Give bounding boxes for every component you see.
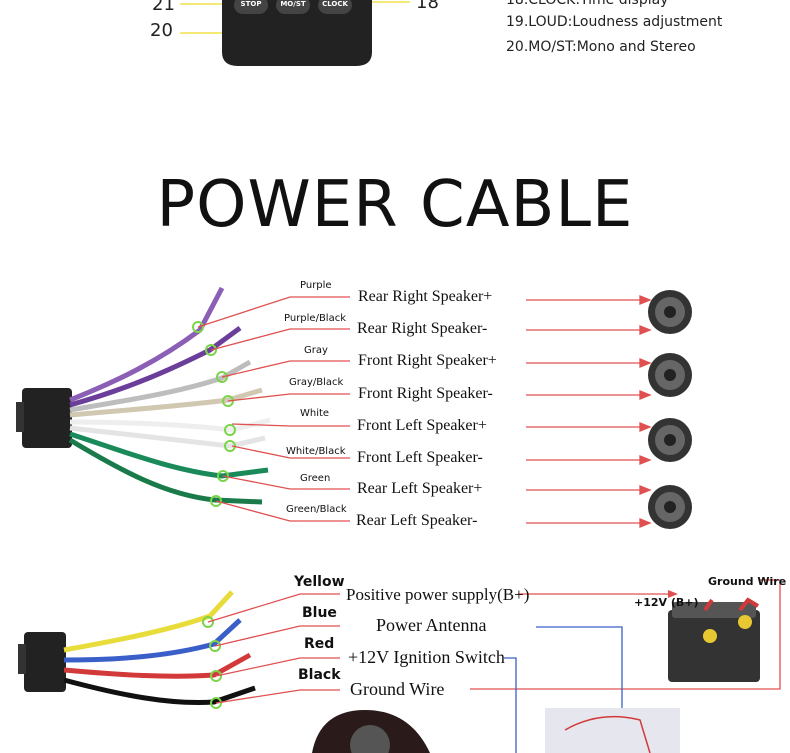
speaker-wiring-diagram [16, 286, 692, 529]
speaker-label: Front Left Speaker- [357, 449, 483, 466]
antenna-illustration [545, 708, 680, 753]
wire-color-caption: Red [304, 636, 335, 652]
battery-voltage-label: +12V (B+) [634, 596, 699, 609]
speaker-icon [648, 418, 692, 462]
speaker-label: Rear Left Speaker+ [357, 480, 483, 497]
legend-item: 18.CLOCK:Time display [506, 0, 669, 8]
wire-color-caption: White/Black [286, 446, 346, 457]
speaker-label: Front Right Speaker- [358, 385, 493, 402]
wire-color-caption: Yellow [294, 574, 345, 590]
speaker-label: Rear Right Speaker+ [358, 288, 493, 305]
ignition-switch-illustration [312, 710, 430, 753]
wire-color-caption: Black [298, 667, 341, 683]
power-label: Positive power supply(B+) [346, 585, 530, 604]
battery-ground-label: Ground Wire [708, 575, 787, 588]
power-label: Ground Wire [350, 679, 445, 699]
power-wiring-diagram [18, 579, 781, 753]
remote-most-button: MO/ST [280, 0, 306, 8]
wire-color-caption: Purple [300, 280, 332, 291]
speaker-label: Front Left Speaker+ [357, 417, 487, 434]
wire-color-caption: Green [300, 473, 331, 484]
legend-item: 19.LOUD:Loudness adjustment [506, 14, 723, 30]
wire-color-caption: Purple/Black [284, 313, 347, 324]
page-title: POWER CABLE [156, 168, 634, 242]
remote-stop-button: STOP [240, 0, 262, 8]
speaker-icon [648, 353, 692, 397]
callout-number: 18 [416, 0, 439, 13]
wire-color-caption: White [300, 408, 330, 419]
callout-number: 20 [150, 20, 173, 41]
wire-color-caption: Gray [304, 345, 328, 356]
wire-color-caption: Gray/Black [289, 377, 344, 388]
iso-connector [22, 388, 72, 448]
callout-number: 21 [152, 0, 175, 15]
speaker-icon [648, 485, 692, 529]
power-label: +12V Ignition Switch [348, 647, 505, 667]
speaker-icon [648, 290, 692, 334]
remote-control-illustration [180, 0, 410, 66]
battery-icon [668, 597, 760, 682]
speaker-label: Rear Left Speaker- [356, 512, 478, 529]
speaker-label: Front Right Speaker+ [358, 352, 497, 369]
legend-item: 20.MO/ST:Mono and Stereo [506, 39, 696, 55]
wire-color-caption: Green/Black [286, 504, 347, 515]
remote-clock-button: CLOCK [322, 0, 348, 8]
power-label: Power Antenna [376, 615, 487, 635]
speaker-label: Rear Right Speaker- [357, 320, 488, 337]
wire-color-caption: Blue [302, 605, 337, 621]
